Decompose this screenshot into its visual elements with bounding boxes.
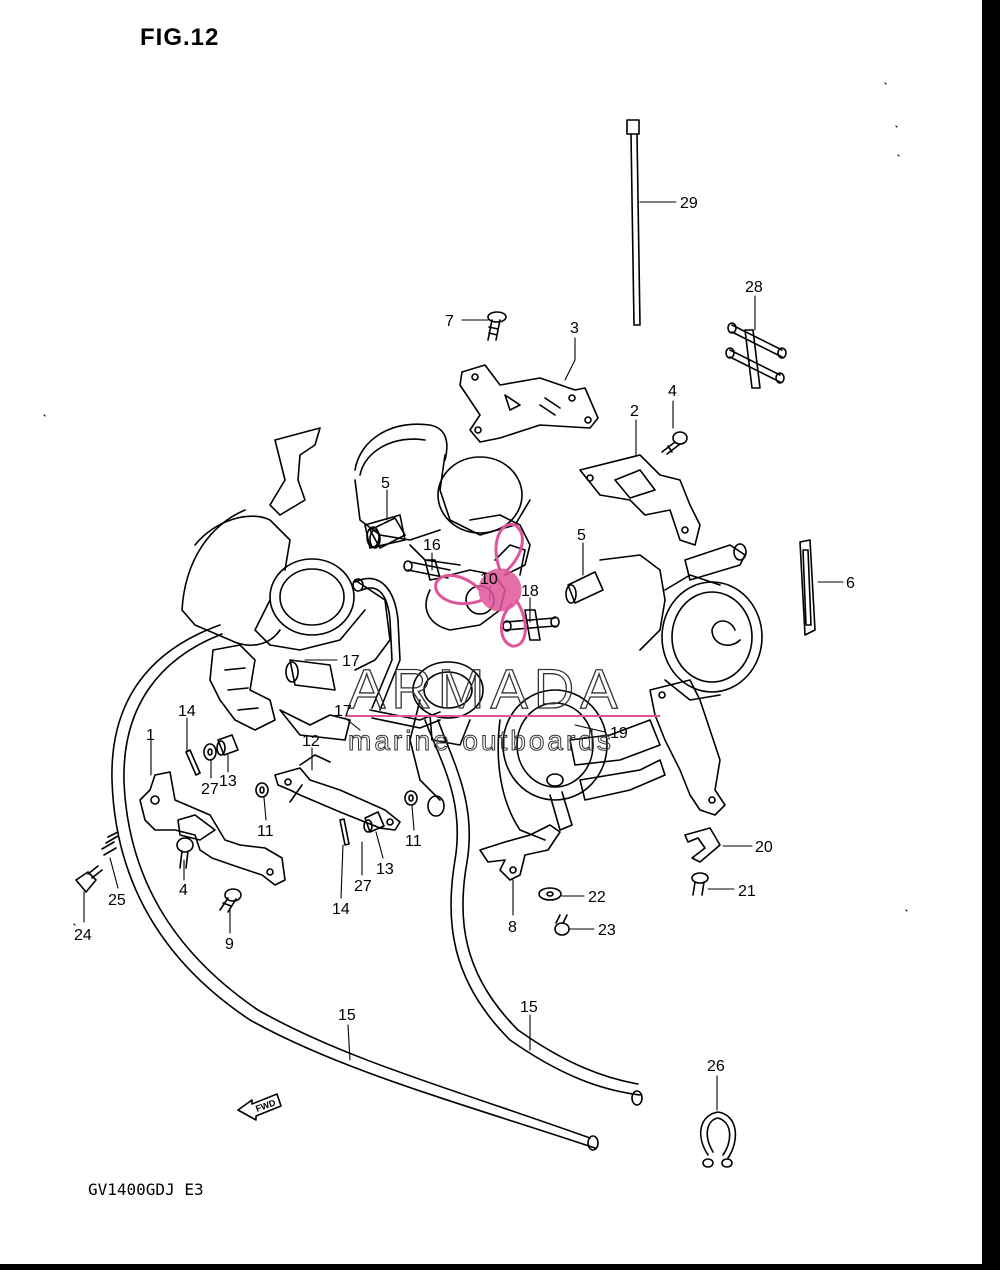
- part-carburetor-upper: [354, 423, 531, 566]
- part-washer-left: [203, 743, 217, 761]
- callout-label: 28: [745, 279, 763, 296]
- armada-propeller-logo: [434, 522, 527, 648]
- part-carburetor-lower: [409, 661, 666, 841]
- callout-label: 16: [423, 537, 441, 554]
- armada-watermark: ARMADA marine outboards: [345, 522, 660, 757]
- part-spring: [101, 831, 119, 856]
- callout-label: 12: [302, 733, 320, 750]
- part-collar-lower: [363, 811, 385, 833]
- callout-label: 2: [630, 403, 639, 420]
- callout-label: 22: [588, 889, 606, 906]
- callout-label: 5: [381, 475, 390, 492]
- part-top-bracket: [459, 364, 599, 443]
- fwd-arrow-icon: [237, 1093, 282, 1121]
- part-carburetor-left: [181, 427, 391, 741]
- scan-border-bottom: [0, 1264, 1000, 1270]
- callout-label: 4: [179, 882, 188, 899]
- callout-label: 14: [178, 703, 196, 720]
- callout-label: 23: [598, 922, 616, 939]
- callout-label: 29: [680, 195, 698, 212]
- callout-label: 15: [338, 1007, 356, 1024]
- callout-label: 13: [219, 773, 237, 790]
- part-spring-pin-left: [185, 749, 201, 776]
- part-screw-right: [661, 431, 688, 455]
- callout-label: 6: [846, 575, 855, 592]
- callout-label: 7: [445, 313, 454, 330]
- callout-label: 11: [257, 823, 274, 840]
- part-screw-lower: [176, 837, 194, 869]
- part-screw-bottom: [219, 888, 242, 913]
- callout-label: 4: [668, 383, 677, 400]
- part-hose-clip: [684, 827, 721, 863]
- callout-label: 8: [508, 919, 517, 936]
- callout-label: 21: [738, 883, 756, 900]
- callout-label: 19: [610, 725, 628, 742]
- part-screw-clip: [691, 872, 709, 896]
- watermark-brand: ARMADA: [348, 657, 624, 720]
- part-adjust-screw: [75, 865, 103, 893]
- part-spacer-left: [369, 517, 406, 549]
- callout-label: 18: [521, 583, 539, 600]
- scan-border-right: [982, 0, 1000, 1270]
- callout-label: 27: [201, 781, 219, 798]
- part-spring-pin-lower: [339, 818, 350, 846]
- part-bolt-left: [255, 782, 269, 798]
- callout-label: 3: [570, 320, 579, 337]
- part-collar-left: [216, 734, 239, 756]
- callout-label: 1: [146, 727, 155, 744]
- callout-label: 25: [108, 892, 126, 909]
- part-strap: [799, 539, 816, 636]
- callout-label: 10: [480, 571, 498, 588]
- watermark-tagline: marine outboards: [348, 725, 614, 756]
- part-spacer-right: [565, 571, 604, 604]
- part-right-bracket: [579, 454, 701, 546]
- part-vent-hose-upper: [352, 577, 401, 711]
- callout-label: 20: [755, 839, 773, 856]
- part-fuel-hose-left: [111, 624, 599, 1151]
- part-fuel-hose-right: [424, 719, 643, 1106]
- callout-label: 13: [376, 861, 394, 878]
- callout-label: 11: [405, 833, 422, 850]
- callout-label: 24: [74, 927, 92, 944]
- part-bolt-right: [404, 790, 418, 806]
- leader-lines: [83, 201, 844, 1111]
- callout-label: 26: [707, 1058, 725, 1075]
- callout-labels: 29 28 7 3 4 2 5 16 10 18 5 6 17 14 1 13 …: [74, 195, 855, 1075]
- part-four-way-joint: [725, 322, 787, 389]
- callout-label: 14: [332, 901, 350, 918]
- callout-label: 9: [225, 936, 234, 953]
- figure-title: FIG.12: [140, 24, 220, 51]
- part-link-bracket: [274, 754, 401, 831]
- part-cable-tie: [626, 119, 641, 326]
- part-carburetor-right: [599, 543, 763, 816]
- callout-label: 15: [520, 999, 538, 1016]
- part-screw-top: [487, 311, 507, 341]
- part-screw-washer: [554, 914, 570, 936]
- part-lower-bracket: [479, 824, 561, 881]
- part-hose-clamp: [699, 1111, 737, 1168]
- part-left-bracket: [139, 771, 286, 886]
- callout-label: 17: [342, 653, 360, 670]
- callout-label: 17: [334, 703, 352, 720]
- model-code: GV1400GDJ E3: [88, 1180, 204, 1199]
- part-washer: [538, 887, 562, 901]
- callout-label: 5: [577, 527, 586, 544]
- callout-label: 27: [354, 878, 372, 895]
